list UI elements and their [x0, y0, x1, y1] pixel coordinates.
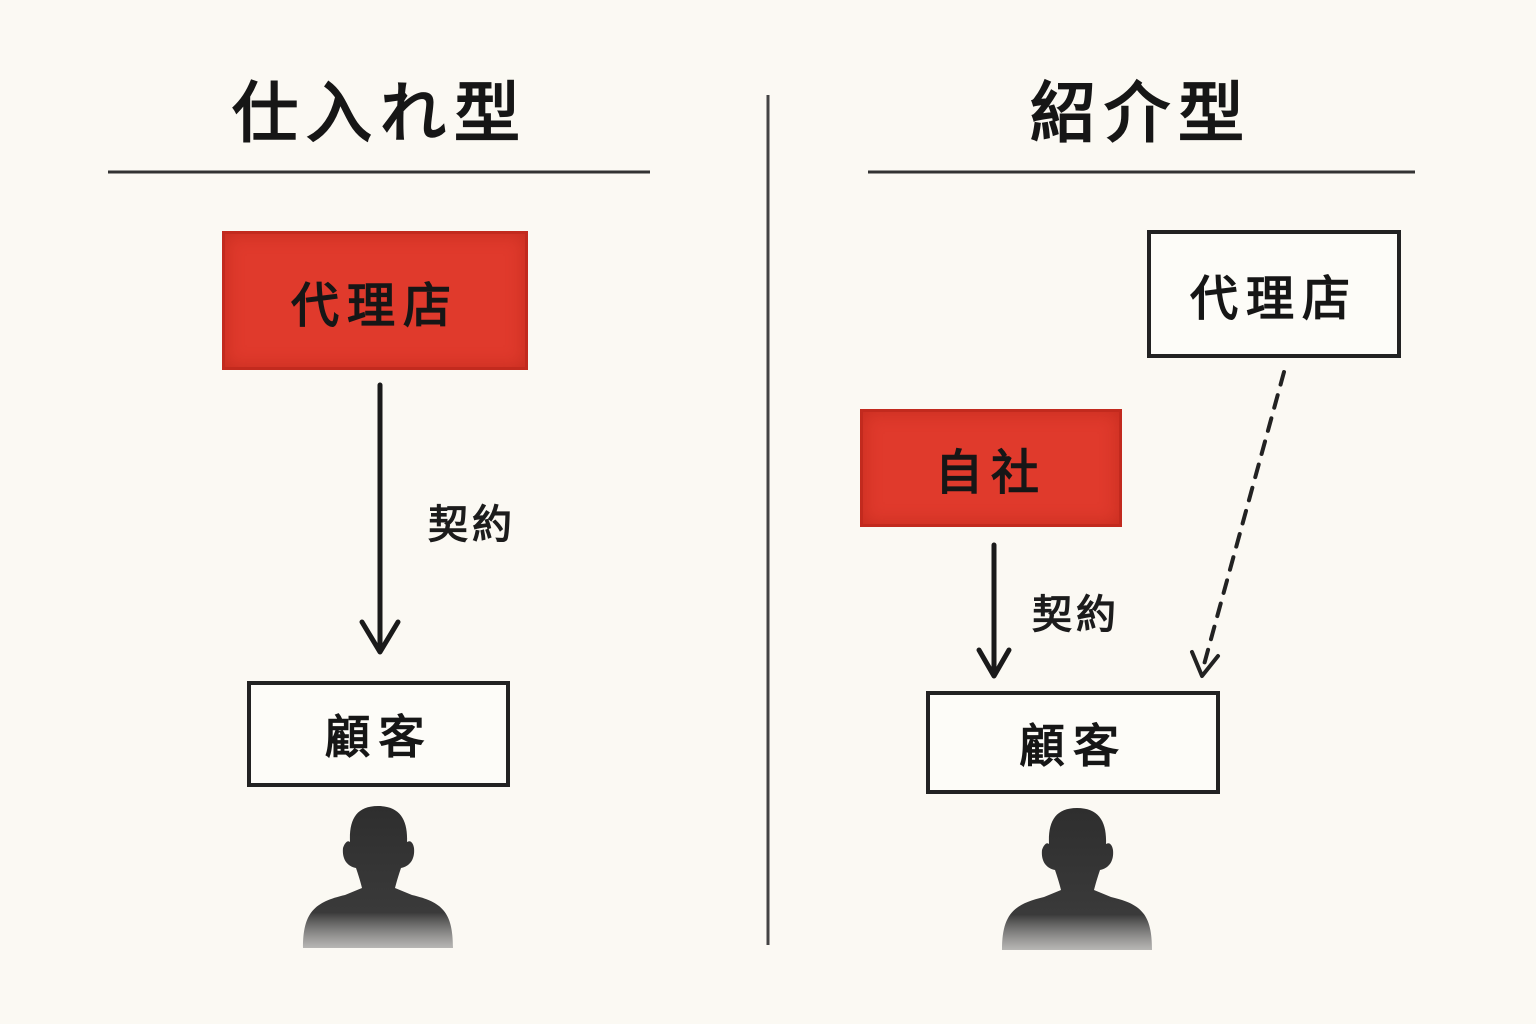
- left-agency-label: 代理店: [290, 277, 459, 334]
- left-panel-title: 仕入れ型: [232, 74, 528, 152]
- left-contract-arrow: [359, 382, 401, 655]
- left-person-silhouette-icon: [303, 806, 453, 948]
- left-customer-box: 顧客: [247, 681, 510, 787]
- left-contract-label: 契約: [428, 501, 516, 548]
- right-customer-box: 顧客: [926, 691, 1220, 794]
- right-customer-label: 顧客: [1019, 718, 1127, 773]
- right-company-box: 自社: [860, 409, 1122, 527]
- left-agency-box: 代理店: [222, 231, 528, 370]
- left-customer-label: 顧客: [324, 710, 433, 764]
- referral-dashed-arrow: [1190, 370, 1286, 678]
- right-contract-arrow: [976, 542, 1012, 679]
- right-contract-label: 契約: [1032, 591, 1120, 638]
- right-company-label: 自社: [934, 445, 1047, 501]
- right-agency-box: 代理店: [1147, 230, 1401, 358]
- right-person-silhouette-icon: [1002, 808, 1152, 950]
- right-agency-label: 代理店: [1189, 271, 1358, 327]
- right-panel-title: 紹介型: [1030, 74, 1252, 152]
